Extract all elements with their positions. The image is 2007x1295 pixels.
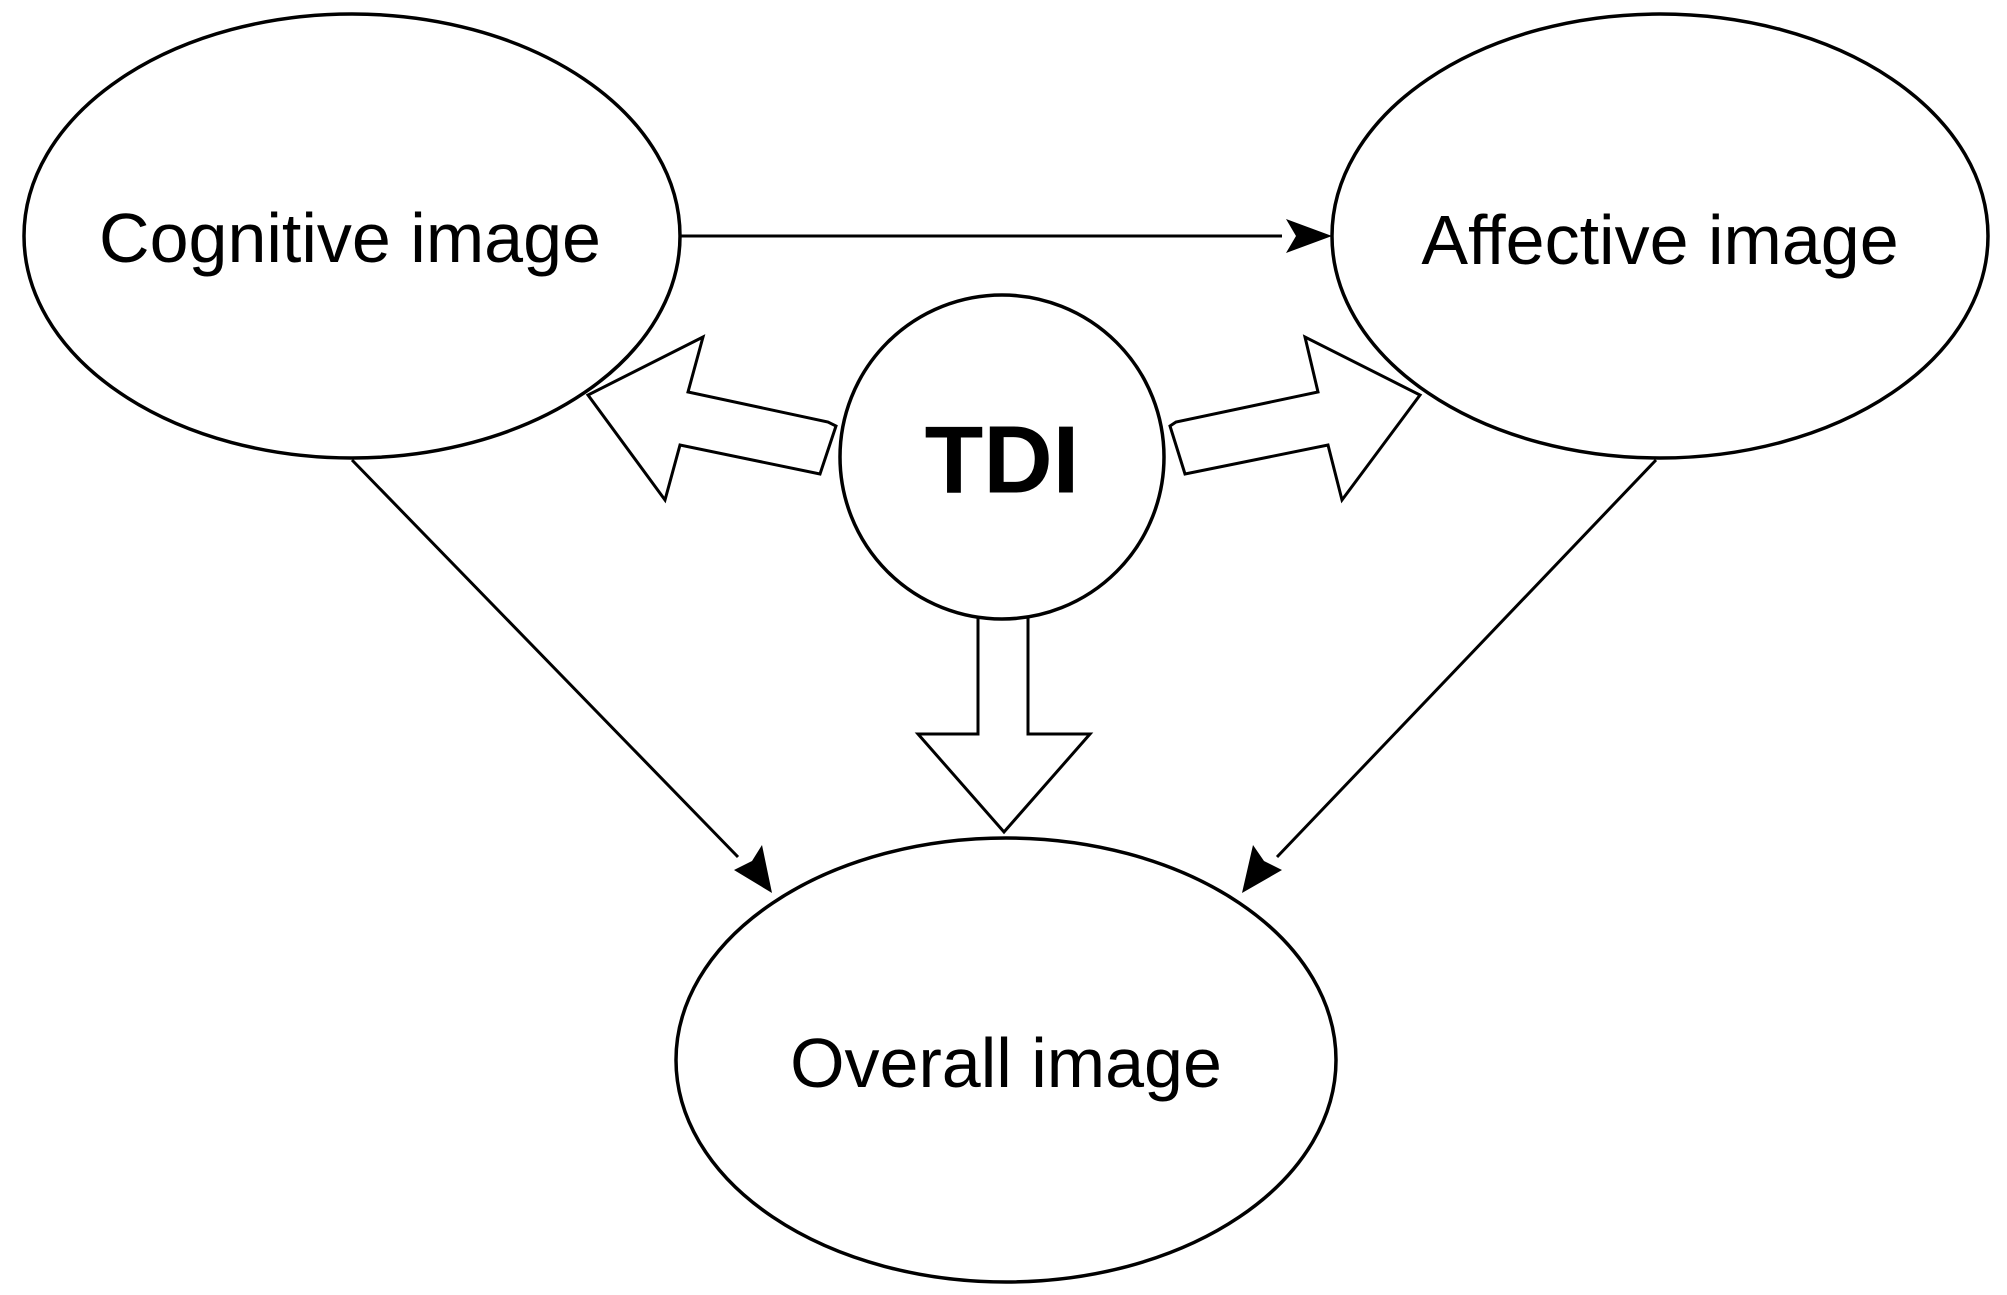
block-arrows xyxy=(585,334,1423,835)
cognitive-image-label: Cognitive image xyxy=(99,199,601,277)
node-affective-image: Affective image xyxy=(1330,12,1990,460)
node-cognitive-image: Cognitive image xyxy=(22,12,682,460)
arrowhead-affective xyxy=(1286,219,1332,253)
node-overall-image: Overall image xyxy=(674,836,1338,1284)
arrowhead-overall-left xyxy=(734,845,772,893)
connector-edges xyxy=(350,219,1658,893)
overall-image-label: Overall image xyxy=(790,1024,1222,1102)
block-arrow-tdi-to-cognitive xyxy=(585,334,838,504)
arrowhead-overall-right xyxy=(1242,845,1282,893)
affective-image-ellipse xyxy=(1330,12,1990,460)
edge-affective-to-overall xyxy=(1275,458,1658,859)
block-arrow-tdi-to-affective xyxy=(1168,334,1423,504)
overall-image-ellipse xyxy=(674,836,1338,1284)
affective-image-label: Affective image xyxy=(1421,201,1898,279)
cognitive-image-ellipse xyxy=(22,12,682,460)
tdi-circle xyxy=(838,293,1166,621)
tdi-label: TDI xyxy=(925,407,1080,514)
node-tdi: TDI xyxy=(838,293,1166,621)
edge-cognitive-to-overall xyxy=(350,458,740,859)
block-arrow-tdi-to-overall xyxy=(914,608,1094,835)
